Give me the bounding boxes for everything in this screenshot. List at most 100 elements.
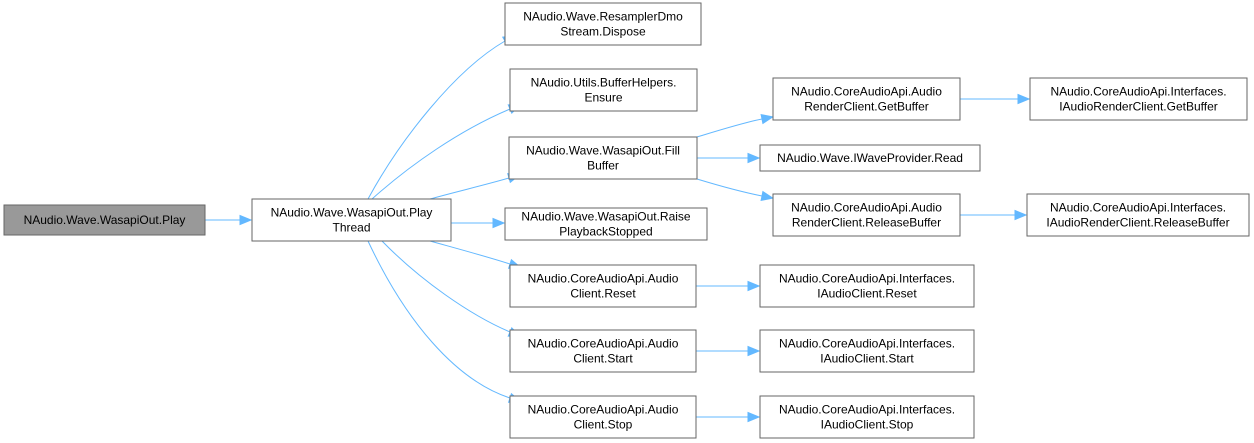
node-label-line: NAudio.CoreAudioApi.Interfaces. (779, 337, 955, 351)
edge-reset-to-i_reset (696, 280, 761, 292)
node-releasebuffer[interactable]: NAudio.CoreAudioApi.AudioRenderClient.Re… (772, 193, 961, 237)
edge-arrowhead (1014, 209, 1028, 221)
edge-releasebuffer-to-i_releasebuffer (960, 209, 1028, 221)
node-box[interactable] (759, 144, 981, 172)
node-i-reset[interactable]: NAudio.CoreAudioApi.Interfaces.IAudioCli… (759, 264, 975, 308)
node-label-line: IAudioRenderClient.ReleaseBuffer (1046, 216, 1229, 230)
edge-playthread-to-ensure (371, 104, 522, 200)
edge-arrowhead (1017, 93, 1031, 105)
edge-line (696, 118, 763, 138)
node-label-line: PlaybackStopped (559, 225, 652, 239)
nodes-layer: NAudio.Wave.WasapiOut.PlayNAudio.Wave.Wa… (3, 2, 1250, 439)
edge-playthread-to-fillbuffer (429, 173, 521, 200)
node-getbuffer[interactable]: NAudio.CoreAudioApi.AudioRenderClient.Ge… (772, 77, 961, 121)
edge-line (696, 178, 763, 197)
node-box[interactable] (509, 68, 698, 112)
node-reset[interactable]: NAudio.CoreAudioApi.AudioClient.Reset (509, 264, 697, 308)
node-label-line: IAudioClient.Stop (821, 418, 914, 432)
node-i-releasebuffer[interactable]: NAudio.CoreAudioApi.Interfaces.IAudioRen… (1026, 193, 1250, 237)
node-label-line: RenderClient.ReleaseBuffer (792, 216, 941, 230)
node-label-line: IAudioClient.Reset (817, 287, 917, 301)
node-label-line: Client.Stop (574, 418, 633, 432)
node-box[interactable] (1026, 193, 1250, 237)
node-box[interactable] (772, 77, 961, 121)
edge-line (367, 240, 511, 399)
node-label-line: NAudio.Wave.WasapiOut.Play (271, 206, 433, 220)
node-label-line: NAudio.CoreAudioApi.Audio (791, 201, 942, 215)
edge-fillbuffer-to-releasebuffer (696, 178, 775, 202)
edge-playthread-to-raise (451, 217, 506, 229)
node-start[interactable]: NAudio.CoreAudioApi.AudioClient.Start (509, 329, 697, 373)
node-box[interactable] (509, 329, 697, 373)
node-box[interactable] (508, 136, 698, 180)
node-label-line: NAudio.Utils.BufferHelpers. (531, 76, 677, 90)
edge-playthread-to-stop (367, 240, 522, 403)
node-ensure[interactable]: NAudio.Utils.BufferHelpers.Ensure (509, 68, 698, 112)
edge-line (429, 240, 511, 265)
node-label-line: Buffer (587, 159, 619, 173)
edge-line (367, 40, 506, 200)
node-label-line: Client.Reset (570, 287, 636, 301)
edge-stop-to-i_stop (696, 411, 761, 423)
node-label-line: Stream.Dispose (560, 25, 646, 39)
node-label-line: IAudioClient.Start (820, 352, 914, 366)
edge-playthread-to-start (381, 240, 522, 337)
edge-line (429, 177, 510, 200)
node-box[interactable] (759, 329, 975, 373)
edge-start-to-i_start (696, 345, 761, 357)
node-box[interactable] (772, 193, 961, 237)
node-stop[interactable]: NAudio.CoreAudioApi.AudioClient.Stop (509, 395, 697, 439)
node-i-start[interactable]: NAudio.CoreAudioApi.Interfaces.IAudioCli… (759, 329, 975, 373)
edge-line (381, 240, 511, 333)
edge-playthread-to-reset (429, 240, 522, 269)
node-label-line: NAudio.Wave.WasapiOut.Raise (521, 210, 691, 224)
node-label-line: RenderClient.GetBuffer (804, 100, 929, 114)
node-label-line: IAudioRenderClient.GetBuffer (1059, 100, 1218, 114)
node-raise[interactable]: NAudio.Wave.WasapiOut.RaisePlaybackStopp… (504, 207, 708, 241)
node-label-line: NAudio.Wave.WasapiOut.Play (24, 213, 186, 227)
edge-arrowhead (747, 345, 761, 357)
node-label-line: NAudio.Wave.WasapiOut.Fill (526, 144, 680, 158)
node-box[interactable] (3, 204, 206, 236)
edge-arrowhead (747, 411, 761, 423)
edge-arrowhead (747, 152, 761, 164)
node-box[interactable] (509, 264, 697, 308)
node-box[interactable] (504, 207, 708, 241)
node-label-line: NAudio.Wave.ResamplerDmo (523, 10, 683, 24)
node-label-line: Thread (332, 221, 370, 235)
edge-arrowhead (760, 190, 775, 202)
node-box[interactable] (1029, 77, 1248, 121)
edge-arrowhead (239, 214, 253, 226)
edge-arrowhead (747, 280, 761, 292)
node-label-line: NAudio.Wave.IWaveProvider.Read (777, 151, 963, 165)
node-box[interactable] (509, 395, 697, 439)
edge-arrowhead (492, 217, 506, 229)
node-read[interactable]: NAudio.Wave.IWaveProvider.Read (759, 144, 981, 172)
node-box[interactable] (504, 2, 702, 46)
node-label-line: NAudio.CoreAudioApi.Audio (791, 85, 942, 99)
edge-arrowhead (760, 113, 775, 125)
node-label-line: NAudio.CoreAudioApi.Interfaces. (779, 272, 955, 286)
edge-fillbuffer-to-read (697, 152, 761, 164)
node-label-line: NAudio.CoreAudioApi.Audio (528, 272, 679, 286)
node-label-line: NAudio.CoreAudioApi.Interfaces. (1050, 85, 1226, 99)
node-label-line: NAudio.CoreAudioApi.Audio (528, 403, 679, 417)
node-play[interactable]: NAudio.Wave.WasapiOut.Play (3, 204, 206, 236)
node-box[interactable] (759, 395, 975, 439)
node-box[interactable] (759, 264, 975, 308)
node-i-stop[interactable]: NAudio.CoreAudioApi.Interfaces.IAudioCli… (759, 395, 975, 439)
node-i-getbuffer[interactable]: NAudio.CoreAudioApi.Interfaces.IAudioRen… (1029, 77, 1248, 121)
node-label-line: Client.Start (573, 352, 633, 366)
node-label-line: NAudio.CoreAudioApi.Interfaces. (1050, 201, 1226, 215)
edge-fillbuffer-to-getbuffer (696, 113, 775, 138)
node-label-line: Ensure (584, 91, 622, 105)
edge-line (371, 108, 511, 200)
node-label-line: NAudio.CoreAudioApi.Interfaces. (779, 403, 955, 417)
edge-play-to-playthread (205, 214, 253, 226)
node-box[interactable] (251, 198, 452, 242)
edge-getbuffer-to-i_getbuffer (960, 93, 1031, 105)
